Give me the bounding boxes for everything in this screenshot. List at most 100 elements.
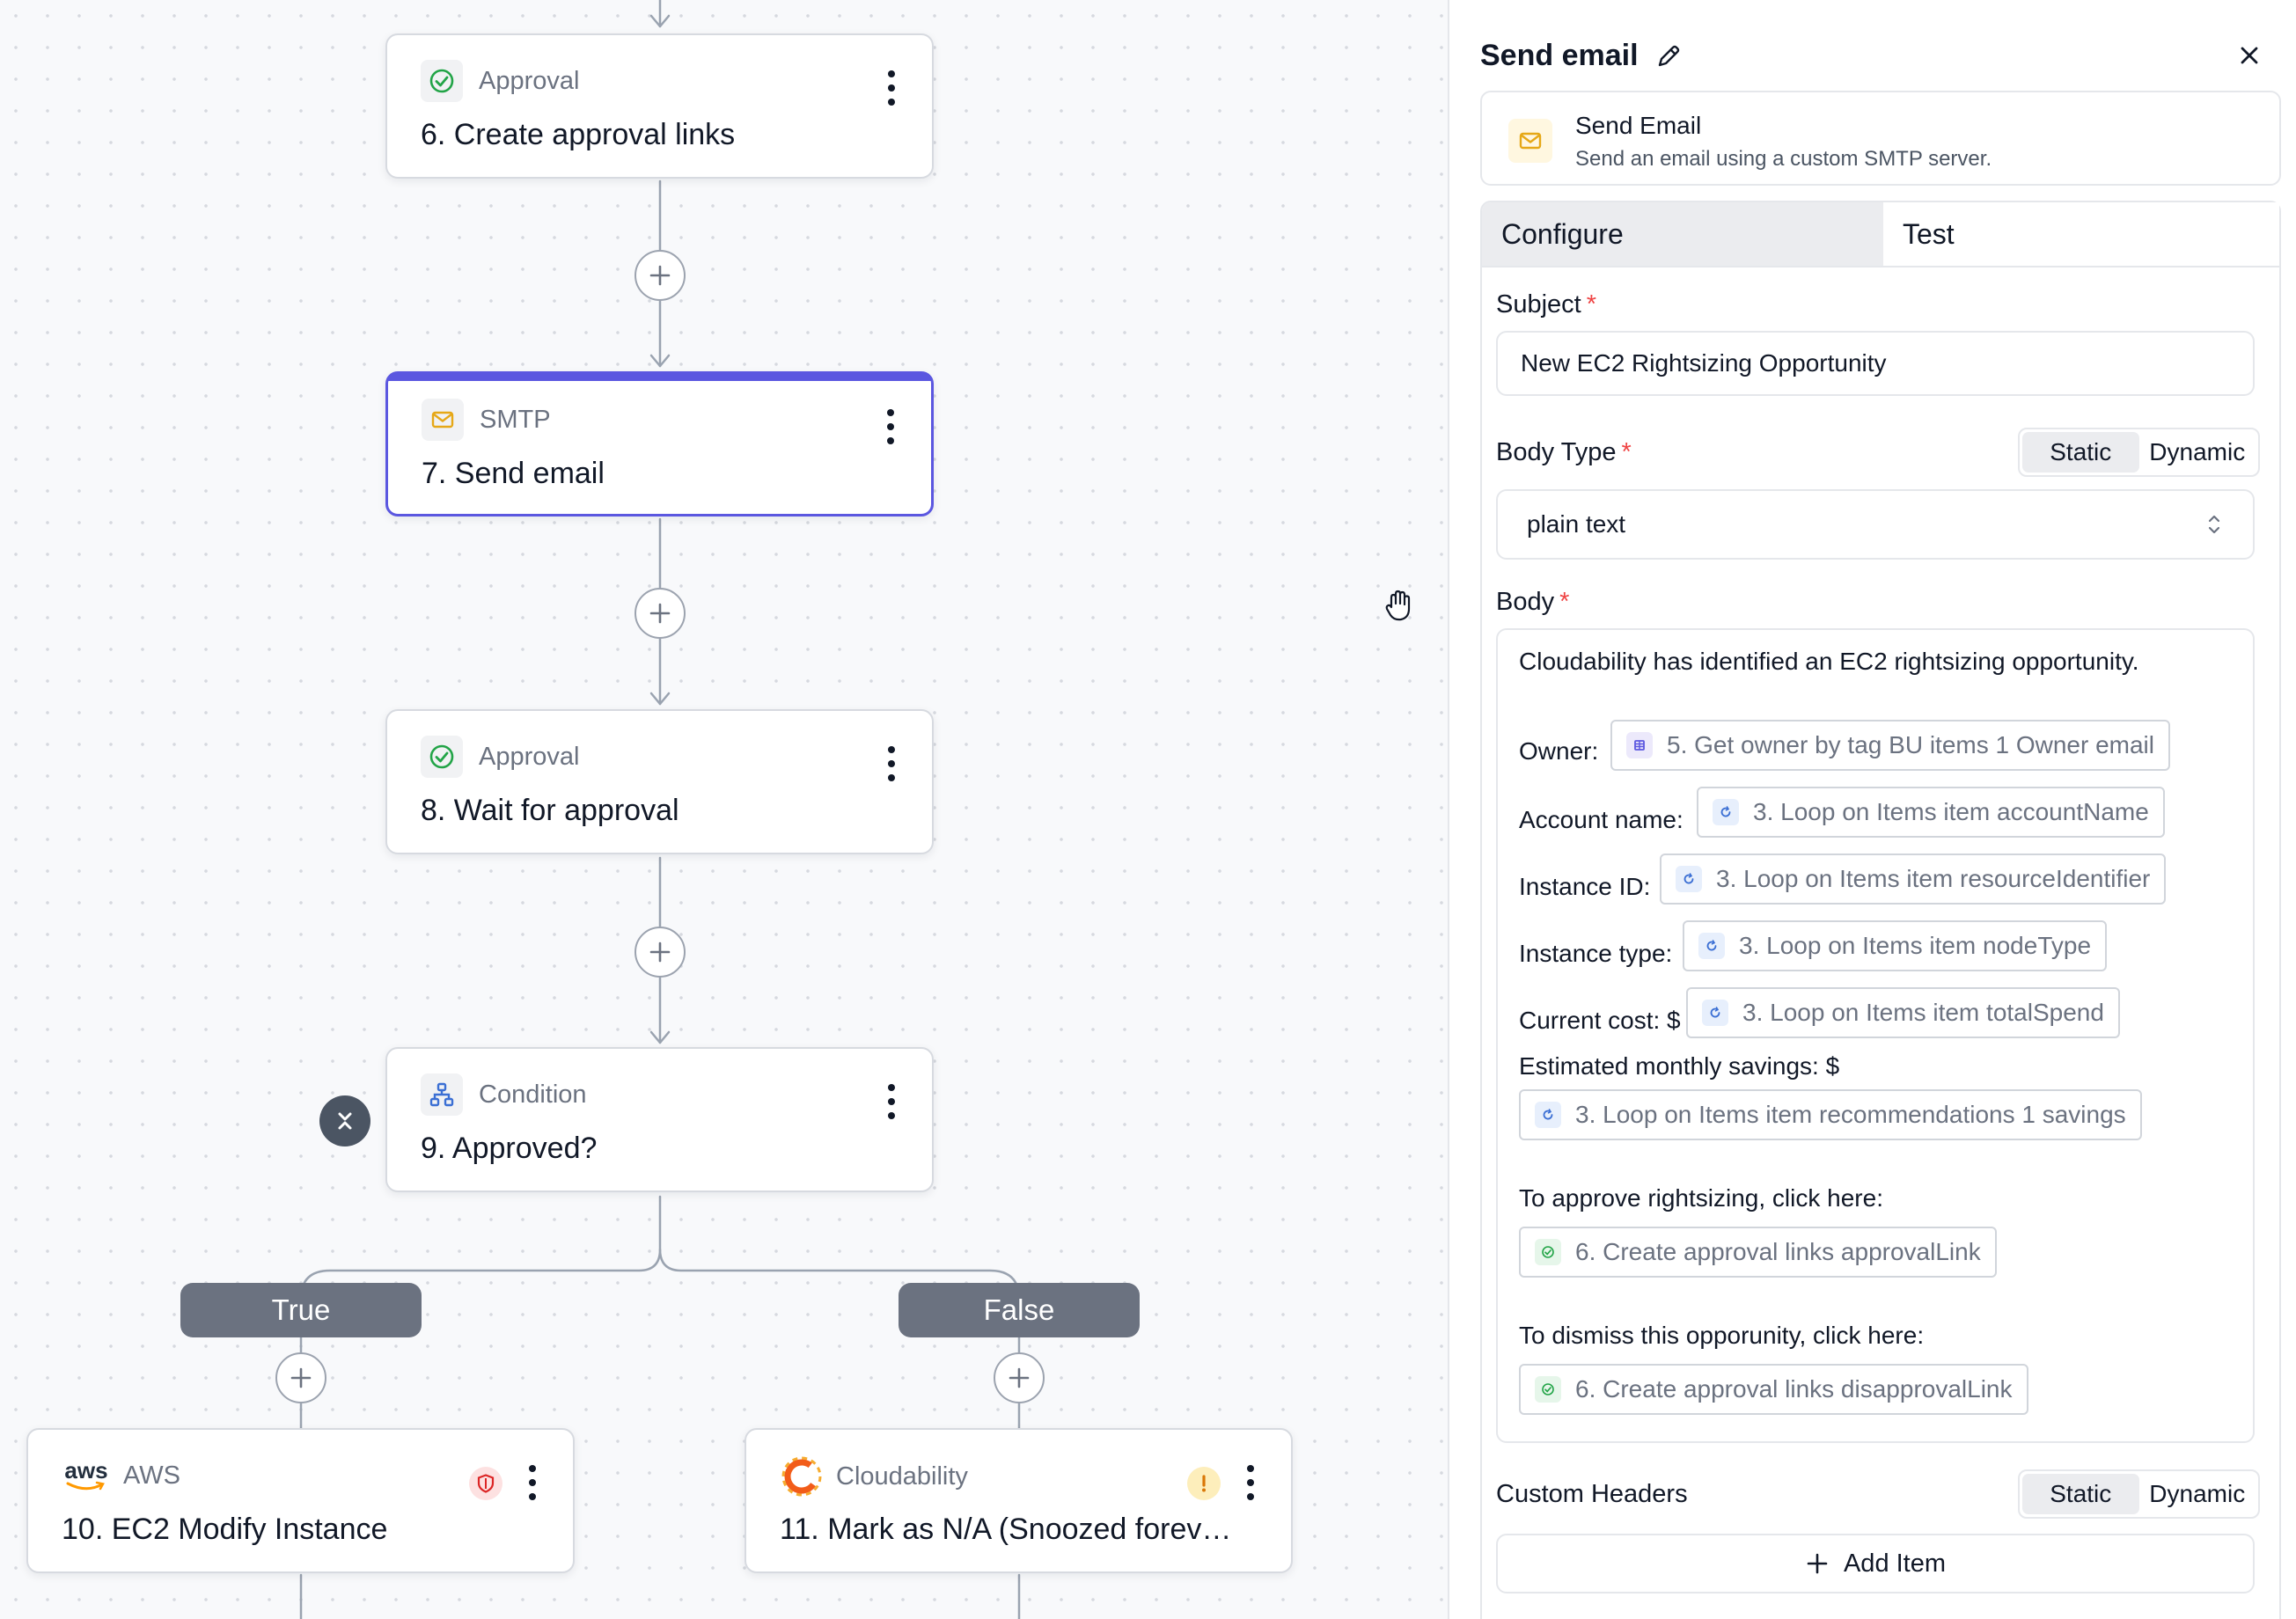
variable-chip-instance-type[interactable]: 3. Loop on Items item nodeType (1683, 920, 2108, 971)
table-icon (1626, 732, 1653, 758)
loop-icon (1713, 799, 1739, 825)
service-name: Send Email (1575, 112, 1702, 139)
add-step-button[interactable] (635, 250, 686, 301)
body-type-dynamic-option[interactable]: Dynamic (2149, 438, 2246, 465)
tab-configure[interactable]: Configure (1482, 202, 1883, 266)
custom-headers-toggle: Static Dynamic (2018, 1469, 2260, 1519)
configuration-section: Configure Test Subject* New EC2 Rightsiz… (1480, 201, 2281, 1619)
alert-warning-icon (1187, 1467, 1221, 1500)
node-title: 8. Wait for approval (421, 794, 679, 827)
node-type-label: Approval (479, 66, 580, 95)
node-type-label: Approval (479, 742, 580, 771)
loop-icon (1702, 1000, 1728, 1026)
node-menu-kebab-icon[interactable] (884, 1084, 899, 1119)
estimated-savings-label: Estimated monthly savings: $ (1519, 1052, 1840, 1080)
variable-chip-owner-email[interactable]: 5. Get owner by tag BU items 1 Owner ema… (1610, 720, 2170, 771)
current-cost-label: Current cost: $ (1519, 1007, 1681, 1034)
instance-id-label: Instance ID: (1519, 873, 1651, 900)
custom-headers-label: Custom Headers (1496, 1480, 1688, 1508)
node-title: 9. Approved? (421, 1132, 598, 1165)
mail-icon (422, 399, 464, 441)
approval-check-icon (421, 60, 463, 102)
body-type-selected-value: plain text (1527, 510, 1626, 538)
body-editor[interactable]: Cloudability has identified an EC2 right… (1496, 628, 2255, 1443)
workflow-node-ec2-modify-instance[interactable]: aws AWS 10. EC2 Modify Instance (26, 1428, 575, 1573)
panel-title: Send email (1480, 39, 1639, 72)
workflow-canvas[interactable]: Approval 6. Create approval links SMTP 7… (0, 0, 1448, 1619)
subject-input[interactable]: New EC2 Rightsizing Opportunity (1496, 331, 2255, 396)
workflow-node-approved-condition[interactable]: Condition 9. Approved? (385, 1047, 934, 1192)
step-config-panel: Send email Send Email Send an email usin… (1448, 0, 2296, 1619)
close-panel-button[interactable] (2238, 44, 2261, 67)
plus-icon (649, 265, 671, 286)
tab-test[interactable]: Test (1883, 202, 2279, 266)
plus-icon (649, 603, 671, 624)
plus-icon (1807, 1553, 1828, 1574)
node-menu-kebab-icon[interactable] (525, 1465, 539, 1500)
node-menu-kebab-icon[interactable] (884, 70, 899, 106)
node-menu-kebab-icon[interactable] (884, 746, 899, 781)
node-title: 10. EC2 Modify Instance (62, 1513, 388, 1546)
collapse-branches-button[interactable] (319, 1095, 370, 1146)
body-type-select[interactable]: plain text (1496, 489, 2255, 560)
owner-label: Owner: (1519, 737, 1599, 765)
workflow-node-wait-for-approval[interactable]: Approval 8. Wait for approval (385, 709, 934, 854)
approval-check-icon (1535, 1239, 1561, 1265)
body-type-label: Body Type* (1496, 438, 1632, 466)
variable-chip-account-name[interactable]: 3. Loop on Items item accountName (1697, 787, 2165, 838)
plus-icon (290, 1367, 312, 1388)
approval-check-icon (421, 736, 463, 778)
service-info-card: Send Email Send an email using a custom … (1480, 91, 2281, 186)
node-type-label: Cloudability (836, 1461, 968, 1491)
grab-hand-cursor-icon (1383, 588, 1415, 627)
workflow-node-send-email[interactable]: SMTP 7. Send email (385, 371, 934, 516)
loop-icon (1698, 933, 1725, 959)
subject-label: Subject* (1496, 290, 1597, 319)
shield-warning-icon (469, 1467, 502, 1500)
dismiss-instruction-text: To dismiss this opporunity, click here: (1519, 1322, 1925, 1349)
variable-chip-savings[interactable]: 3. Loop on Items item recommendations 1 … (1519, 1089, 2142, 1140)
variable-chip-instance-id[interactable]: 3. Loop on Items item resourceIdentifier (1660, 853, 2167, 905)
node-type-label: AWS (123, 1461, 180, 1490)
aws-logo-icon: aws (62, 1454, 111, 1497)
collapse-chevrons-icon (338, 1112, 352, 1130)
approval-check-icon (1535, 1376, 1561, 1403)
node-type-label: Condition (479, 1080, 587, 1109)
node-title: 6. Create approval links (421, 118, 736, 151)
cloudability-logo-icon (780, 1454, 824, 1498)
custom-headers-static-option[interactable]: Static (2022, 1474, 2139, 1514)
approve-instruction-text: To approve rightsizing, click here: (1519, 1184, 1883, 1212)
body-intro-text: Cloudability has identified an EC2 right… (1519, 648, 2139, 675)
node-menu-kebab-icon[interactable] (1243, 1465, 1258, 1500)
workflow-node-mark-as-na[interactable]: Cloudability 11. Mark as N/A (Snoozed fo… (745, 1428, 1293, 1573)
workflow-node-create-approval-links[interactable]: Approval 6. Create approval links (385, 33, 934, 179)
mail-icon (1508, 119, 1552, 163)
variable-chip-current-cost[interactable]: 3. Loop on Items item totalSpend (1686, 987, 2120, 1038)
plus-icon (649, 941, 671, 963)
add-item-button[interactable]: Add Item (1496, 1534, 2255, 1593)
add-step-button[interactable] (635, 588, 686, 639)
service-description: Send an email using a custom SMTP server… (1575, 147, 1992, 171)
condition-branch-icon (421, 1073, 463, 1116)
branch-false-label: False (899, 1283, 1140, 1337)
variable-chip-approval-link[interactable]: 6. Create approval links approvalLink (1519, 1227, 1997, 1278)
body-type-static-option[interactable]: Static (2022, 432, 2139, 473)
account-name-label: Account name: (1519, 806, 1683, 833)
loop-icon (1535, 1102, 1561, 1128)
add-step-button-true-branch[interactable] (275, 1352, 326, 1403)
branch-true-label: True (180, 1283, 422, 1337)
custom-headers-dynamic-option[interactable]: Dynamic (2149, 1480, 2246, 1507)
add-item-label: Add Item (1843, 1549, 1947, 1578)
panel-tabs: Configure Test (1482, 202, 2279, 267)
loop-icon (1676, 866, 1702, 892)
edit-pencil-icon[interactable] (1654, 42, 1683, 70)
body-type-toggle: Static Dynamic (2018, 428, 2260, 477)
chevron-up-down-icon (2208, 515, 2220, 534)
add-step-button[interactable] (635, 927, 686, 978)
add-step-button-false-branch[interactable] (994, 1352, 1045, 1403)
aws-logo-text: aws (64, 1457, 108, 1483)
node-menu-kebab-icon[interactable] (884, 409, 898, 444)
close-icon (2241, 47, 2258, 64)
variable-chip-disapproval-link[interactable]: 6. Create approval links disapprovalLink (1519, 1364, 2028, 1415)
plus-icon (1009, 1367, 1030, 1388)
